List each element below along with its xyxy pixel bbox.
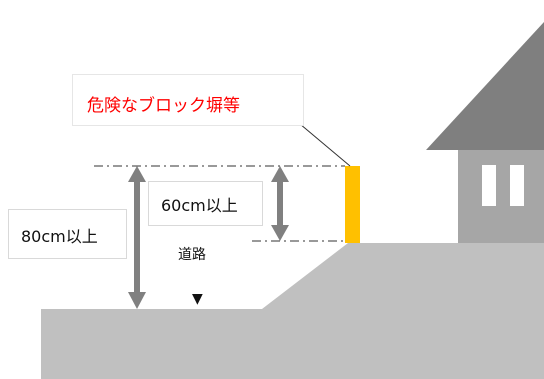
house-window-left	[482, 165, 496, 206]
block-wall	[345, 166, 360, 243]
callout-leader-line	[118, 123, 351, 167]
callout-label: 危険なブロック塀等	[72, 74, 304, 126]
height-label-80: 80cm以上	[8, 209, 127, 259]
house-roof	[426, 22, 544, 150]
house-wall	[458, 150, 544, 245]
road-label: 道路	[178, 247, 206, 263]
ground-slope	[41, 243, 544, 379]
road-marker-icon: ▼	[192, 291, 203, 307]
dimension-arrow-80	[128, 166, 146, 309]
house-window-right	[510, 165, 524, 206]
height-label-60: 60cm以上	[148, 181, 263, 226]
dimension-arrow-60	[271, 166, 289, 241]
